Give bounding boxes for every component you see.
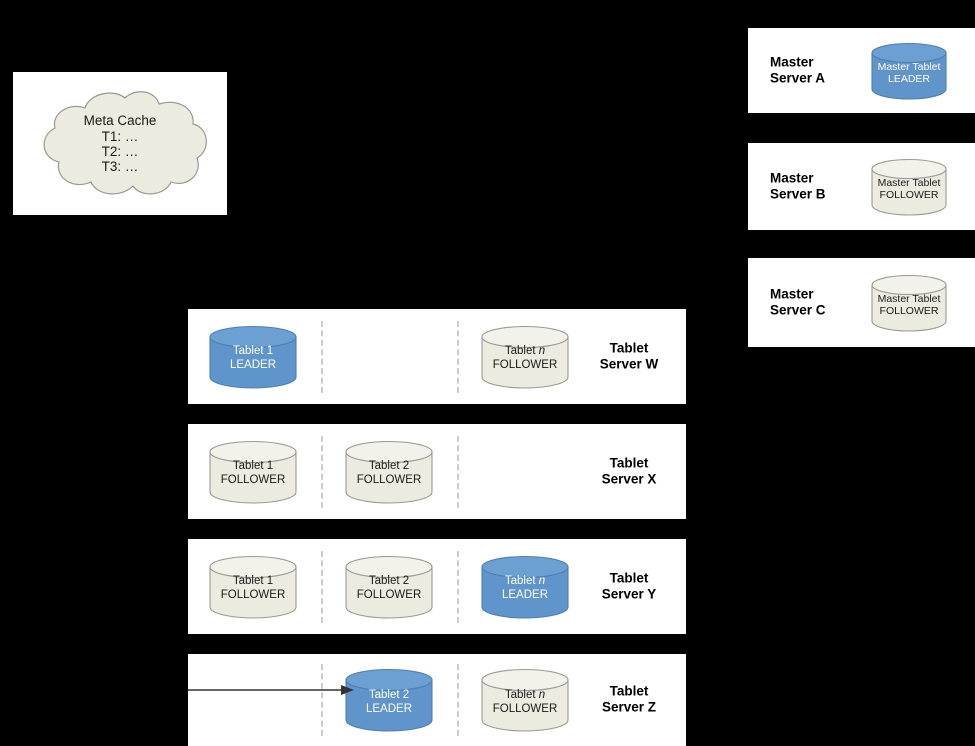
tablet-server-panel-z[interactable]: Tablet 2 LEADER Tablet n FOLLOWER Tablet…: [188, 654, 686, 746]
tablet-slot-divider: [321, 550, 323, 623]
tablet-slot[interactable]: Tablet n LEADER: [480, 555, 570, 619]
tablet-server-panel-x[interactable]: Tablet 1 FOLLOWER Tablet 2 FOLLOWER Tabl…: [188, 424, 686, 519]
tablet-server-label-x: Tablet Server X: [601, 455, 657, 487]
tablet-slot-divider: [321, 435, 323, 508]
master-server-label-c: Master Server C: [770, 286, 826, 318]
master-tablet-cylinder-b[interactable]: Master Tablet FOLLOWER: [870, 158, 948, 216]
tablet-slot-divider: [321, 664, 323, 736]
tablet-server-panel-w[interactable]: Tablet 1 LEADER Tablet n FOLLOWER Tablet…: [188, 309, 686, 404]
tablet-server-label-y: Tablet Server Y: [601, 570, 657, 602]
tablet-server-label-w: Tablet Server W: [599, 340, 659, 372]
tablet-slot[interactable]: Tablet 2 LEADER: [344, 668, 434, 732]
tablet-slot[interactable]: Tablet 1 FOLLOWER: [208, 440, 298, 504]
tablet-slot[interactable]: Tablet n FOLLOWER: [480, 668, 570, 732]
tablet-slot[interactable]: Tablet 2 FOLLOWER: [344, 440, 434, 504]
master-tablet-slot-a[interactable]: Master Tablet LEADER: [870, 42, 948, 100]
meta-cache-panel: Meta Cache T1: … T2: … T3: …: [13, 72, 227, 215]
tablet-cylinder-y-n[interactable]: Tablet n LEADER: [480, 555, 570, 619]
tablet-cylinder-x-2[interactable]: Tablet 2 FOLLOWER: [344, 440, 434, 504]
master-tablet-cylinder-a[interactable]: Master Tablet LEADER: [870, 42, 948, 100]
master-server-label-a: Master Server A: [770, 54, 826, 86]
tablet-slot-divider: [457, 550, 459, 623]
master-tablet-cylinder-c[interactable]: Master Tablet FOLLOWER: [870, 274, 948, 332]
tablet-slot-divider: [457, 320, 459, 393]
tablet-slot[interactable]: Tablet 1 LEADER: [208, 325, 298, 389]
master-server-panel-a[interactable]: Master Server A Master Tablet LEADER: [748, 28, 975, 113]
master-server-panel-c[interactable]: Master Server C Master Tablet FOLLOWER: [748, 258, 975, 347]
master-server-panel-b[interactable]: Master Server B Master Tablet FOLLOWER: [748, 143, 975, 230]
tablet-slot-divider: [321, 320, 323, 393]
master-tablet-slot-c[interactable]: Master Tablet FOLLOWER: [870, 274, 948, 332]
meta-cache-cloud: Meta Cache T1: … T2: … T3: …: [27, 86, 213, 202]
tablet-cylinder-w-1[interactable]: Tablet 1 LEADER: [208, 325, 298, 389]
tablet-slot[interactable]: Tablet 2 FOLLOWER: [344, 555, 434, 619]
tablet-server-panel-y[interactable]: Tablet 1 FOLLOWER Tablet 2 FOLLOWER: [188, 539, 686, 634]
tablet-server-label-z: Tablet Server Z: [601, 683, 657, 715]
tablet-slot[interactable]: Tablet n FOLLOWER: [480, 325, 570, 389]
tablet-cylinder-z-n[interactable]: Tablet n FOLLOWER: [480, 668, 570, 732]
tablet-slot-divider: [457, 435, 459, 508]
tablet-cylinder-w-n[interactable]: Tablet n FOLLOWER: [480, 325, 570, 389]
tablet-cylinder-z-2[interactable]: Tablet 2 LEADER: [344, 668, 434, 732]
master-server-label-b: Master Server B: [770, 170, 826, 202]
incoming-write-arrow-icon: [188, 682, 354, 698]
tablet-slot[interactable]: Tablet 1 FOLLOWER: [208, 555, 298, 619]
tablet-cylinder-y-2[interactable]: Tablet 2 FOLLOWER: [344, 555, 434, 619]
master-tablet-slot-b[interactable]: Master Tablet FOLLOWER: [870, 158, 948, 216]
tablet-cylinder-x-1[interactable]: Tablet 1 FOLLOWER: [208, 440, 298, 504]
tablet-cylinder-y-1[interactable]: Tablet 1 FOLLOWER: [208, 555, 298, 619]
tablet-slot-divider: [457, 664, 459, 736]
